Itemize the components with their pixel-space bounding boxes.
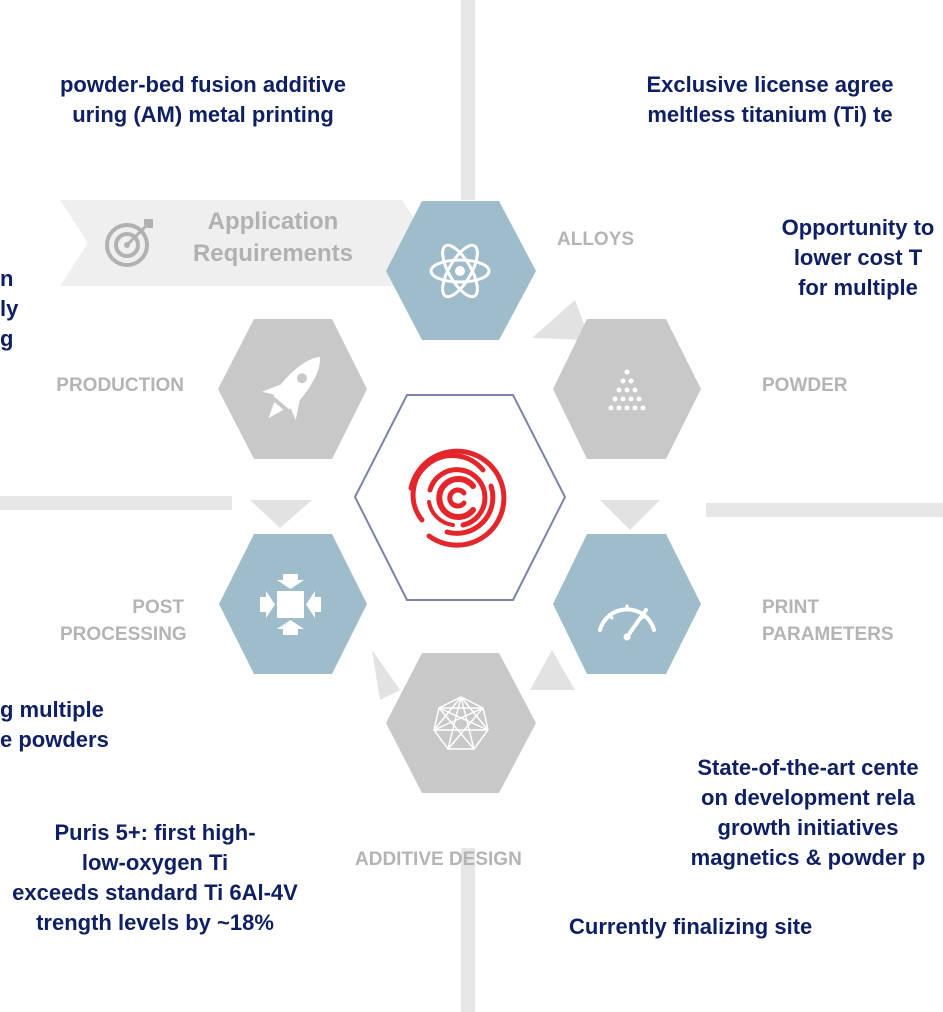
connector-post-production [250, 500, 312, 528]
label-print: PRINT PARAMETERS [762, 594, 894, 648]
atom-icon [429, 243, 491, 299]
label-post-line: PROCESSING [60, 624, 187, 645]
callout-mid-left: g multiple e powders [0, 695, 109, 755]
callout-top-right-line: meltless titanium (Ti) te [647, 102, 893, 127]
compress-arrows-icon [260, 574, 321, 635]
callout-opportunity-line: lower cost T [793, 245, 923, 270]
connector-alloys-powder [532, 300, 590, 340]
label-additive: ADDITIVE DESIGN [355, 849, 522, 870]
callout-puris-line: low-oxygen Ti [81, 850, 229, 875]
fingerprint-logo-icon [408, 448, 507, 548]
label-powder: POWDER [762, 375, 848, 396]
connector-print-additive [530, 650, 575, 690]
application-label-line: Requirements [192, 240, 354, 267]
callout-state-line: magnetics & powder p [690, 845, 926, 870]
label-print-line: PRINT [762, 597, 819, 618]
callout-puris-line: trength levels by ~18% [36, 910, 274, 935]
divider-horizontal-left [0, 496, 232, 510]
hex-additive [386, 653, 536, 793]
callout-state-line: on development rela [701, 785, 915, 810]
connector-powder-print [600, 500, 660, 530]
divider-vertical-top [461, 0, 475, 200]
label-alloys: ALLOYS [557, 229, 635, 250]
callout-puris: Puris 5+: first high- low-oxygen Ti exce… [0, 818, 400, 938]
callout-state-line: growth initiatives [717, 815, 899, 840]
callout-opportunity-line: Opportunity to [781, 215, 935, 240]
callout-mid-left-line: e powders [0, 727, 109, 752]
label-production: PRODUCTION [56, 375, 184, 396]
callout-left-fragment: n ly g [0, 264, 18, 354]
callout-left-fragment-line: g [0, 326, 14, 351]
callout-top-right: Exclusive license agree meltless titaniu… [540, 70, 943, 130]
callout-puris-line: Puris 5+: first high- [54, 820, 256, 845]
application-label: Application Requirements [168, 206, 378, 270]
label-post-line: POST [132, 597, 184, 618]
gauge-icon [598, 604, 656, 641]
hex-center [353, 394, 567, 601]
application-label-line: Application [207, 208, 339, 235]
divider-vertical-bottom [461, 848, 475, 1012]
label-post: POST PROCESSING [60, 594, 187, 648]
mesh-sphere-icon [433, 696, 489, 750]
rocket-icon [262, 356, 321, 420]
callout-state: State-of-the-art cente on development re… [548, 753, 943, 873]
callout-mid-left-line: g multiple [0, 697, 104, 722]
connector-additive-post [372, 650, 400, 700]
hex-print [553, 534, 701, 674]
callout-left-fragment-line: ly [0, 296, 19, 321]
callout-left-fragment-line: n [0, 266, 14, 291]
dot-pyramid-icon [608, 369, 646, 411]
label-print-line: PARAMETERS [762, 624, 894, 645]
callout-finalizing: Currently finalizing site [569, 914, 813, 939]
callout-top-right-line: Exclusive license agree [646, 72, 894, 97]
callout-puris-line: exceeds standard Ti 6Al-4V [12, 880, 298, 905]
callout-top-left-line: powder-bed fusion additive [59, 72, 346, 97]
divider-horizontal-right [706, 503, 943, 517]
callout-top-left: powder-bed fusion additive uring (AM) me… [0, 70, 416, 130]
callout-top-left-line: uring (AM) metal printing [72, 102, 334, 127]
callout-state-line: State-of-the-art cente [697, 755, 919, 780]
callout-opportunity-line: for multiple [798, 275, 918, 300]
callout-opportunity: Opportunity to lower cost T for multiple [708, 213, 943, 303]
target-icon [105, 219, 153, 267]
